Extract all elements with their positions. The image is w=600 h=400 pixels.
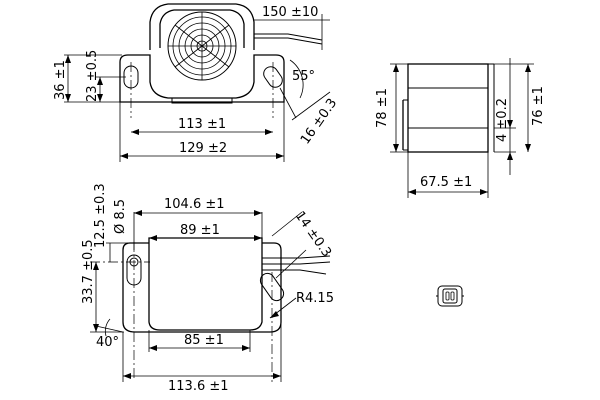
- bottom-bracket: [122, 242, 282, 333]
- side-body: [407, 63, 489, 153]
- dim-bottom-slot-width: 14 ±0.3: [292, 209, 334, 260]
- bottom-slot-right: [259, 272, 285, 302]
- side-view: 78 ±1 4 ±0.2 76 ±1 67.5 ±1: [375, 58, 546, 198]
- speaker-grille: [167, 11, 237, 81]
- front-slot-right: [263, 66, 283, 88]
- dim-bracket-thickness: 4 ±0.2: [495, 98, 510, 142]
- bottom-cable: [262, 255, 331, 259]
- dim-mount-height: 36 ±1: [53, 60, 68, 100]
- dim-bottom-radius: R4.15: [296, 291, 334, 306]
- dim-bottom-overall-width: 113.6 ±1: [168, 379, 229, 394]
- front-cable: [254, 33, 323, 41]
- dim-bottom-top-width: 104.6 ±1: [164, 197, 225, 212]
- dim-side-height-back: 76 ±1: [531, 86, 546, 126]
- dim-side-height: 78 ±1: [375, 88, 390, 128]
- bottom-view: 104.6 ±1 89 ±1 12.5 ±0.3 Ø 8.5 33.7 ±0.5…: [81, 183, 334, 394]
- bottom-body: [148, 237, 263, 331]
- dim-bottom-slot-offset: 12.5 ±0.3: [93, 183, 108, 248]
- dim-slot-height: 23 ±0.5: [85, 50, 100, 102]
- front-housing: [149, 3, 255, 50]
- dim-cable-length: 150 ±10: [262, 5, 318, 20]
- connector-icon: [436, 285, 464, 307]
- dim-overall-width: 129 ±2: [179, 141, 227, 156]
- dim-bottom-mount-height: 33.7 ±0.5: [81, 239, 96, 304]
- front-view: 150 ±10 36 ±1 23 ±0.5 55° 16 ±0.3 113 ±1…: [53, 3, 340, 162]
- dim-slot-width: 16 ±0.3: [298, 96, 340, 147]
- front-housing-inner: [159, 9, 245, 48]
- dim-bottom-angle: 40°: [96, 335, 119, 350]
- front-bracket: [119, 54, 285, 103]
- dim-hole-spacing: 113 ±1: [178, 117, 226, 132]
- dim-bottom-hole-dia: Ø 8.5: [113, 199, 128, 234]
- dim-bottom-inner-width: 89 ±1: [180, 223, 220, 238]
- dim-side-depth: 67.5 ±1: [420, 175, 472, 190]
- dim-angle: 55°: [292, 69, 315, 84]
- dim-bottom-hole-spacing: 85 ±1: [184, 333, 224, 348]
